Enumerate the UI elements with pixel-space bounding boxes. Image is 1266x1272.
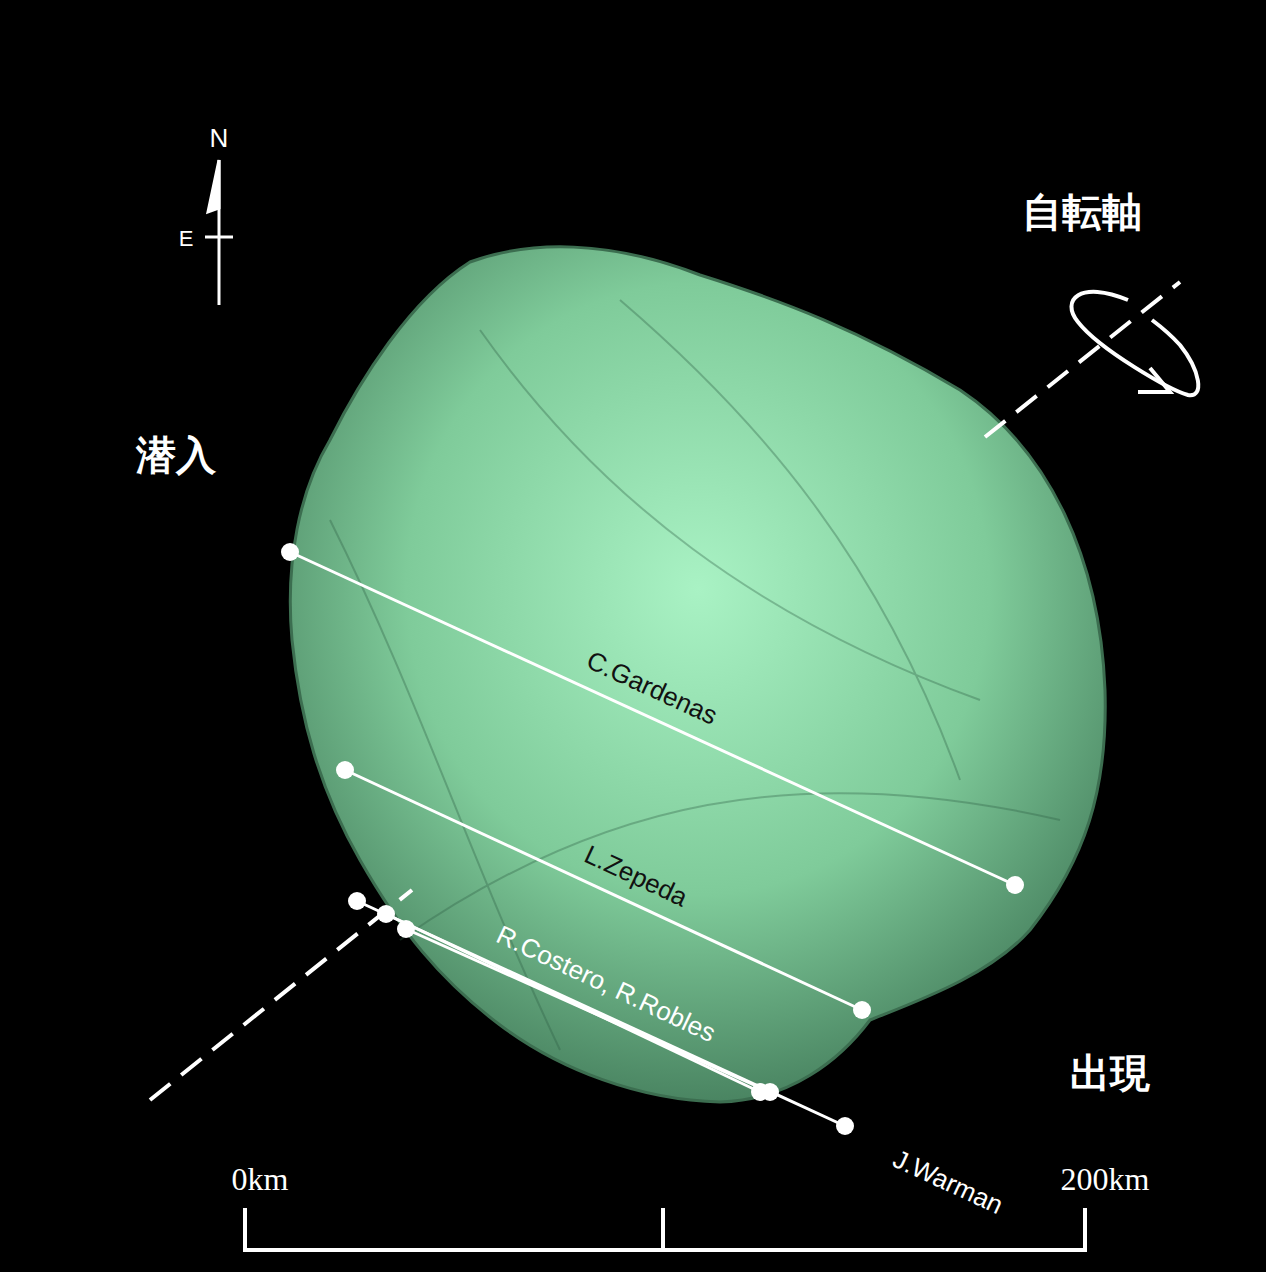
occultation-chords — [290, 552, 1015, 1126]
rotation-axis — [150, 282, 1180, 1100]
asteroid-shape — [290, 247, 1105, 1102]
scale-label: 200km — [1061, 1162, 1150, 1197]
compass-north: N — [210, 124, 229, 153]
axis-label: 自転軸 — [1022, 190, 1142, 234]
ingress-label: 潜入 — [136, 433, 216, 477]
rotation-arrow — [1071, 292, 1198, 395]
scale-bar — [245, 1208, 1085, 1252]
scale-label: 0km — [232, 1162, 289, 1197]
chord-endpoints — [281, 543, 1024, 1135]
compass-east: E — [179, 227, 194, 251]
compass — [205, 160, 233, 305]
egress-label: 出現 — [1070, 1051, 1150, 1095]
